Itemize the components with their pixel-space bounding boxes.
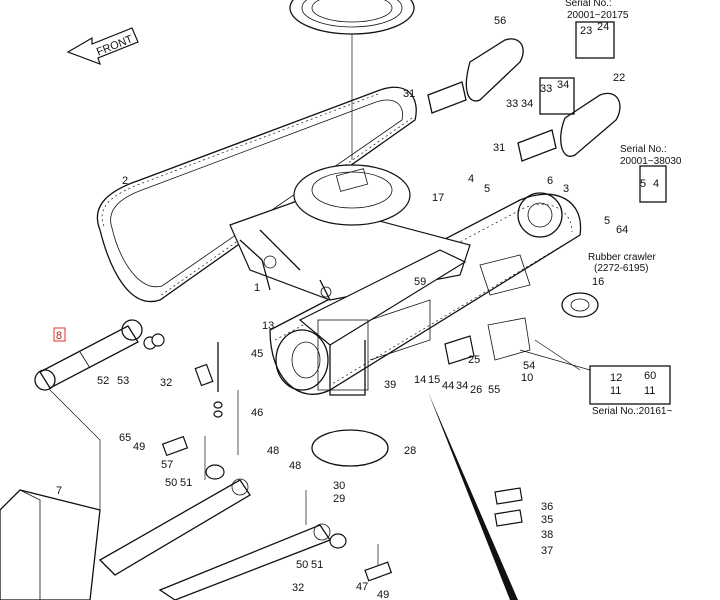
part-label: 5 (484, 183, 490, 195)
highlight-part-8 (53, 327, 66, 342)
part-label: 5 (604, 215, 610, 227)
part-label: 34 (521, 98, 533, 110)
serial-top-line1: Serial No.: (565, 0, 612, 9)
rubber-crawler-line1: Rubber crawler (588, 252, 656, 263)
part-label: 11 (644, 385, 655, 397)
bolt-box-33-34 (539, 77, 575, 115)
serial-top-line2: 20001~20175 (567, 10, 629, 21)
serial-box-top (575, 21, 615, 59)
part-label: 31 (493, 142, 505, 154)
part-label: 34 (456, 380, 468, 392)
part-label: 17 (432, 192, 444, 204)
travel-motor (479, 254, 599, 318)
part-label: 5 (640, 178, 646, 190)
part-label: 50 (165, 477, 177, 489)
part-label: 32 (292, 582, 304, 594)
part-label: 48 (267, 445, 279, 457)
part-label: 22 (613, 72, 625, 84)
part-label: 44 (442, 380, 454, 392)
part-label: 48 (289, 460, 301, 472)
part-label: 30 (333, 480, 345, 492)
part-label: 32 (160, 377, 172, 389)
swing-bearing (289, 0, 415, 160)
part-label: 37 (541, 545, 553, 557)
part-label: 33 (540, 83, 552, 95)
part-label: 49 (133, 441, 145, 453)
part-label: 55 (488, 384, 500, 396)
part-label: 7 (56, 485, 62, 497)
part-label: 16 (592, 276, 604, 288)
part-label: 25 (468, 354, 480, 366)
part-label: 50 (296, 559, 308, 571)
part-label: 36 (541, 501, 553, 513)
part-labels: 56 23 24 33 34 22 31 33 34 31 5 4 2 17 4… (56, 15, 659, 600)
serial-bottom-note: Serial No.:20161~ (592, 406, 672, 417)
cover-56 (465, 38, 524, 102)
front-arrow: FRONT (66, 27, 139, 66)
sprocket (517, 192, 563, 238)
part-label: 65 (119, 432, 131, 444)
part-label: 29 (333, 493, 345, 505)
part-label: 14 (414, 374, 426, 386)
serial-right-line1: Serial No.: (620, 144, 667, 155)
part-label: 38 (541, 529, 553, 541)
part-label: 15 (428, 374, 440, 386)
part-label: 23 (580, 25, 592, 37)
part-label: 60 (644, 370, 656, 382)
part-label: 51 (180, 477, 192, 489)
part-label: 4 (653, 178, 659, 190)
part-label: 2 (122, 175, 128, 187)
track-frame (229, 164, 471, 396)
serial-box-bottom (589, 365, 671, 405)
part-label-highlighted: 8 (56, 330, 62, 342)
part-label: 24 (597, 21, 609, 33)
part-label: 28 (404, 445, 416, 457)
part-label: 13 (262, 320, 274, 332)
part-label: 31 (403, 88, 415, 100)
rubber-crawler-line2: (2272-6195) (594, 263, 648, 274)
part-label: 54 (523, 360, 535, 372)
serial-right-line2: 20001~38030 (620, 156, 682, 167)
part-label: 6 (547, 175, 553, 187)
blade-cylinder (34, 319, 143, 391)
part-label: 11 (610, 385, 621, 397)
assembly-leader (428, 392, 518, 600)
idler-wheel (275, 299, 431, 391)
part-label: 51 (311, 559, 323, 571)
assembly-lines (49, 339, 591, 566)
part-label: 4 (468, 173, 474, 185)
part-label: 34 (557, 79, 569, 91)
serial-box-right (639, 165, 667, 203)
plates-31 (427, 81, 557, 162)
part-label: 1 (254, 282, 260, 294)
part-label: 64 (616, 224, 628, 236)
small-parts (143, 317, 531, 582)
cover-22 (560, 92, 621, 157)
part-label: 39 (384, 379, 396, 391)
part-label: 47 (356, 581, 368, 593)
dozer-blade (0, 478, 331, 600)
part-label: 49 (377, 589, 389, 600)
cover-plate-28 (311, 429, 389, 467)
part-label: 56 (494, 15, 506, 27)
part-label: 59 (414, 276, 426, 288)
part-label: 33 (506, 98, 518, 110)
part-label: 52 (97, 375, 109, 387)
part-label: 26 (470, 384, 482, 396)
part-label: 12 (610, 372, 622, 384)
part-label: 45 (251, 348, 263, 360)
part-label: 3 (563, 183, 569, 195)
part-label: 53 (117, 375, 129, 387)
part-label: 46 (251, 407, 263, 419)
part-label: 10 (521, 372, 533, 384)
part-label: 57 (161, 459, 173, 471)
part-label: 35 (541, 514, 553, 526)
left-crawler-track (96, 86, 417, 303)
